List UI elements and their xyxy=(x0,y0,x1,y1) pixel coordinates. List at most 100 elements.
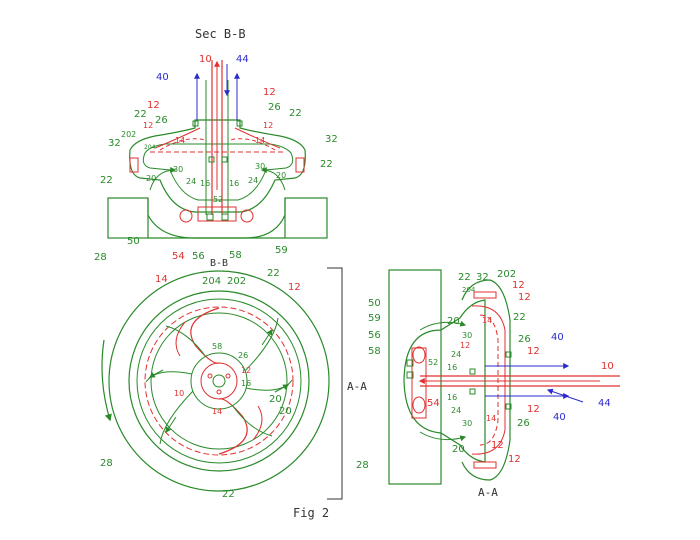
sq-16-right xyxy=(222,157,227,162)
bearing-52 xyxy=(198,207,236,221)
label-59-top: 59 xyxy=(275,245,288,256)
label-16-top-left: 16 xyxy=(200,179,210,188)
label-40-aa-bottom: 40 xyxy=(553,412,566,423)
label-14-bb: 14 xyxy=(155,274,168,285)
label-30-aa-bottom: 30 xyxy=(462,419,472,428)
label-14-top-right: 14 xyxy=(255,136,265,145)
title-fig: Fig 2 xyxy=(293,506,329,520)
aa-flow-green-bottom xyxy=(420,432,465,440)
label-28-top: 28 xyxy=(94,252,107,263)
label-16-aa-top: 16 xyxy=(447,363,457,372)
label-30-top-right: 30 xyxy=(255,162,265,171)
label-32-top-left: 32 xyxy=(108,138,121,149)
label-12-aa-c: 12 xyxy=(460,341,470,350)
aa-sq-16-bottom xyxy=(470,389,475,394)
label-12-top-left: 12 xyxy=(147,100,160,111)
label-16-top-right: 16 xyxy=(229,179,239,188)
base-left-block xyxy=(108,198,148,238)
label-12-bb: 12 xyxy=(288,282,301,293)
label-20-top-left: 20 xyxy=(146,174,156,183)
aa-base-block xyxy=(389,270,441,484)
label-12-aa-a: 12 xyxy=(512,280,525,291)
label-20-top-right: 20 xyxy=(276,171,286,180)
label-58-aa: 58 xyxy=(368,346,381,357)
hub-center xyxy=(213,375,225,387)
roller-right xyxy=(241,210,253,222)
label-12-aa-d: 12 xyxy=(527,346,540,357)
label-22-aa-right: 22 xyxy=(513,312,526,323)
label-44-aa: 44 xyxy=(598,398,611,409)
label-50-top: 50 xyxy=(127,236,140,247)
label-20-aa-bottom: 20 xyxy=(452,444,465,455)
label-22-bb-bottom: 22 xyxy=(222,489,235,500)
label-54-aa: 54 xyxy=(427,398,440,409)
aa-tube-outer xyxy=(472,306,505,454)
label-52-aa: 52 xyxy=(428,358,438,367)
label-14-aa-bottom: 14 xyxy=(486,414,496,423)
label-24-aa-top: 24 xyxy=(451,350,461,359)
label-58-bb: 58 xyxy=(212,342,222,351)
label-22-mid-right: 22 xyxy=(320,159,333,170)
title-aa-side: A-A xyxy=(347,380,367,393)
title-bb: B-B xyxy=(210,258,228,269)
label-50-aa: 50 xyxy=(368,298,381,309)
hub-hole-1 xyxy=(208,374,212,378)
aa-pad-top xyxy=(474,292,496,298)
label-52-top: 52 xyxy=(213,195,223,204)
label-22-aa-top: 22 xyxy=(458,272,471,283)
hub-hole-3 xyxy=(217,390,221,394)
base-right-block xyxy=(285,198,327,238)
label-56-top: 56 xyxy=(192,251,205,262)
label-54-top: 54 xyxy=(172,251,185,262)
view-bb: B-B A-A 14 204 xyxy=(100,258,367,500)
ring-12-dashed xyxy=(145,307,293,455)
section-bb: Sec B-B xyxy=(94,27,338,263)
roller-left xyxy=(180,210,192,222)
vane-6 xyxy=(166,326,206,357)
label-28-aa: 28 xyxy=(356,460,369,471)
label-12-aa-b: 12 xyxy=(518,292,531,303)
label-16-aa-bottom: 16 xyxy=(447,393,457,402)
label-12-aa-f: 12 xyxy=(491,440,504,451)
label-12-bb-hub: 12 xyxy=(241,366,251,375)
vane-3 xyxy=(232,405,272,436)
label-204-bb: 204 xyxy=(202,276,221,287)
label-22-top-right: 22 xyxy=(289,108,302,119)
label-26-aa-bottom: 26 xyxy=(517,418,530,429)
label-202-bb: 202 xyxy=(227,276,246,287)
label-26-bb: 26 xyxy=(238,351,248,360)
vane-2 xyxy=(246,380,292,390)
aa-sq-16-top xyxy=(470,369,475,374)
label-30-top-left: 30 xyxy=(173,165,183,174)
label-12-small-left: 12 xyxy=(143,121,153,130)
outer-ring xyxy=(109,271,329,491)
label-202-aa: 202 xyxy=(497,269,516,280)
sq-58 xyxy=(222,214,228,220)
label-10-aa: 10 xyxy=(601,361,614,372)
label-24-aa-bottom: 24 xyxy=(451,406,461,415)
label-22-bb-top: 22 xyxy=(267,268,280,279)
label-204-top: 204 xyxy=(144,144,156,151)
view-aa: 22 32 202 204 12 12 50 59 56 58 20 14 22… xyxy=(356,269,620,499)
label-30-aa-top: 30 xyxy=(462,331,472,340)
label-28-bb: 28 xyxy=(100,458,113,469)
label-22-mid-left: 22 xyxy=(100,175,113,186)
label-40-top: 40 xyxy=(156,72,169,83)
label-202-top: 202 xyxy=(121,130,136,139)
label-12-aa-e: 12 xyxy=(527,404,540,415)
vane-5 xyxy=(146,372,192,382)
title-aa-bottom: A-A xyxy=(478,486,498,499)
label-22-top-left: 22 xyxy=(134,109,147,120)
base-bowl xyxy=(148,198,285,238)
hub-hole-2 xyxy=(226,374,230,378)
label-12-aa-g: 12 xyxy=(508,454,521,465)
aa-roller-top xyxy=(413,347,425,363)
label-10-top: 10 xyxy=(199,54,212,65)
label-32-top-right: 32 xyxy=(325,134,338,145)
label-20-bb-a: 20 xyxy=(269,394,282,405)
aa-roller-bottom xyxy=(413,397,425,413)
vane-4 xyxy=(160,391,193,444)
label-16-bb: 16 xyxy=(241,379,251,388)
label-12-small-right: 12 xyxy=(263,121,273,130)
title-sec-bb: Sec B-B xyxy=(195,27,246,41)
